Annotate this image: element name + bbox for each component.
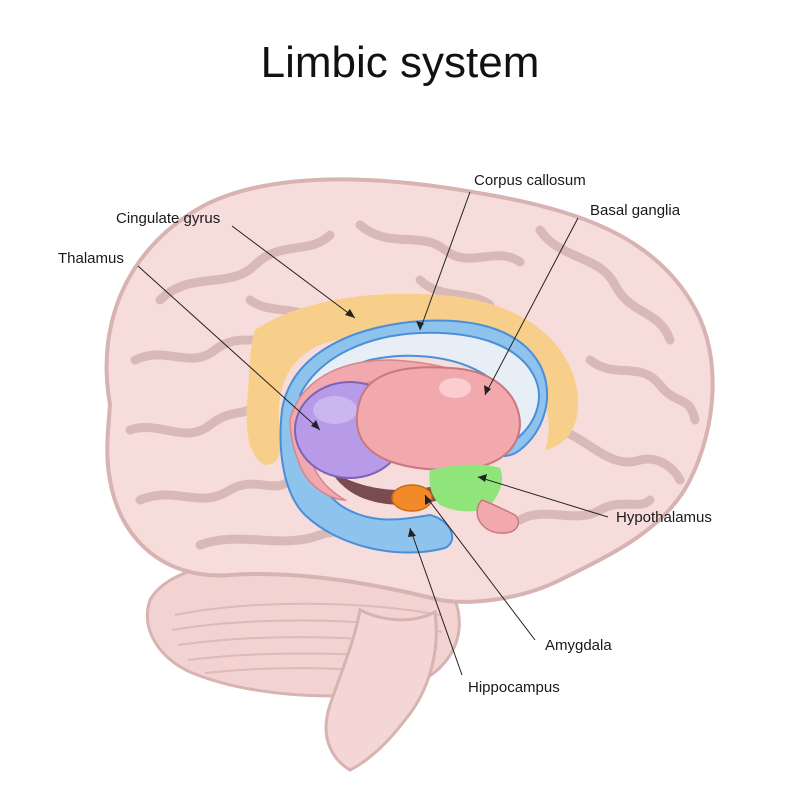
thalamus-highlight <box>313 396 357 424</box>
label-amygdala: Amygdala <box>545 637 612 654</box>
brainstem <box>324 607 438 772</box>
label-hippocampus: Hippocampus <box>468 679 560 696</box>
cortical-folds <box>125 220 700 550</box>
leader-lines <box>137 191 609 676</box>
amygdala <box>391 484 433 512</box>
label-corpus-callosum: Corpus callosum <box>474 172 586 189</box>
basal-ganglia-highlight <box>439 378 471 398</box>
label-cingulate-gyrus: Cingulate gyrus <box>116 210 220 227</box>
diagram-title: Limbic system <box>260 38 540 87</box>
label-basal-ganglia: Basal ganglia <box>590 202 681 219</box>
basal-ganglia <box>355 366 522 472</box>
label-hypothalamus: Hypothalamus <box>616 509 712 526</box>
pituitary <box>476 499 520 534</box>
label-thalamus: Thalamus <box>58 250 124 267</box>
